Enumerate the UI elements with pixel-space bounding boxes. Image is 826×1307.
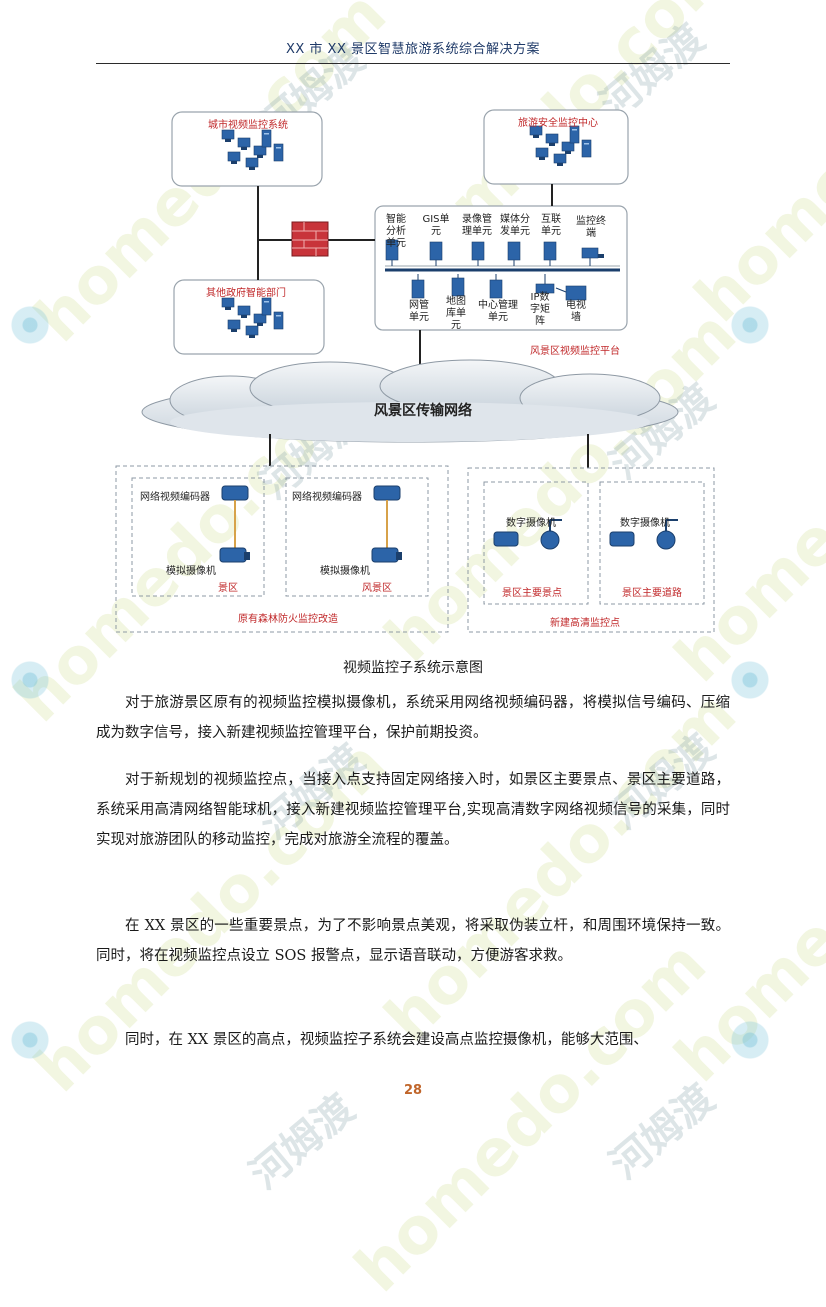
city-system-label: 城市视频监控系统 [208,120,288,131]
watermark-text: homedo.com [341,927,721,1307]
flower-icon [10,305,50,345]
platform-unit-label: GIS单元 [422,214,450,237]
flower-icon [730,1020,770,1060]
forest-group-box [115,465,449,633]
hd-group-label: 新建高清监控点 [550,618,620,629]
digital-camera-label: 数字摄像机 [620,518,670,529]
body-paragraph: 在 XX 景区的一些重要景点，为了不影响景点美观，将采取伪装立杆，和周围环境保持… [96,918,730,964]
other-gov-label: 其他政府智能部门 [206,288,286,299]
platform-unit-label: 监控终端 [576,216,606,239]
digital-camera-label: 数字摄像机 [506,518,556,529]
camera-label: 模拟摄像机 [320,566,370,577]
spot-label: 景区主要景点 [502,588,562,599]
flower-icon [10,1020,50,1060]
video-surveillance-diagram: 城市视频监控系统 旅游安全监控中心 其他政府智能部门 智能分析单元 GIS单元 … [110,100,720,640]
header-divider [96,63,730,64]
platform-unit-label: 录像管理单元 [462,214,492,237]
platform-unit-label: 中心管理单元 [478,300,518,323]
platform-unit-label: 智能分析单元 [386,214,406,249]
safety-center-label: 旅游安全监控中心 [518,118,598,129]
zone-label: 风景区 [362,583,392,594]
safety-center-box [483,109,629,185]
encoder-label: 网络视频编码器 [140,492,210,503]
body-paragraph: 对于新规划的视频监控点，当接入点支持固定网络接入时，如景区主要景点、景区主要道路… [96,772,730,848]
diagram-graphics [115,109,715,633]
camera-label: 模拟摄像机 [166,566,216,577]
spot-label: 景区主要道路 [622,588,682,599]
platform-name-label: 风景区视频监控平台 [530,346,620,357]
encoder-label: 网络视频编码器 [292,492,362,503]
platform-unit-label: 互联单元 [541,214,561,237]
platform-unit-label: 电视墙 [566,300,586,323]
flower-icon [730,305,770,345]
platform-unit-label: 媒体分发单元 [500,214,530,237]
platform-unit-label: 地图库单元 [446,296,466,331]
platform-unit-label: IP数字矩阵 [530,292,550,327]
platform-box [374,205,628,331]
hd-group-box [467,467,715,633]
firewall-icon [291,221,329,257]
body-paragraph: 对于旅游景区原有的视频监控模拟摄像机，系统采用网络视频编码器，将模拟信号编码、压… [96,695,730,741]
zone-label: 景区 [218,583,238,594]
page-number: 28 [403,1083,423,1098]
platform-unit-label: 网管单元 [409,300,429,323]
body-paragraph: 同时，在 XX 景区的高点，视频监控子系统会建设高点监控摄像机，能够大范围、 [125,1032,648,1048]
page-header: XX 市 XX 景区智慧旅游系统综合解决方案 [285,42,541,57]
forest-group-label: 原有森林防火监控改造 [238,614,338,625]
transmission-network-cloud [141,359,679,443]
network-label: 风景区传输网络 [374,403,472,419]
figure-caption: 视频监控子系统示意图 [343,660,483,676]
other-gov-box [173,279,325,355]
